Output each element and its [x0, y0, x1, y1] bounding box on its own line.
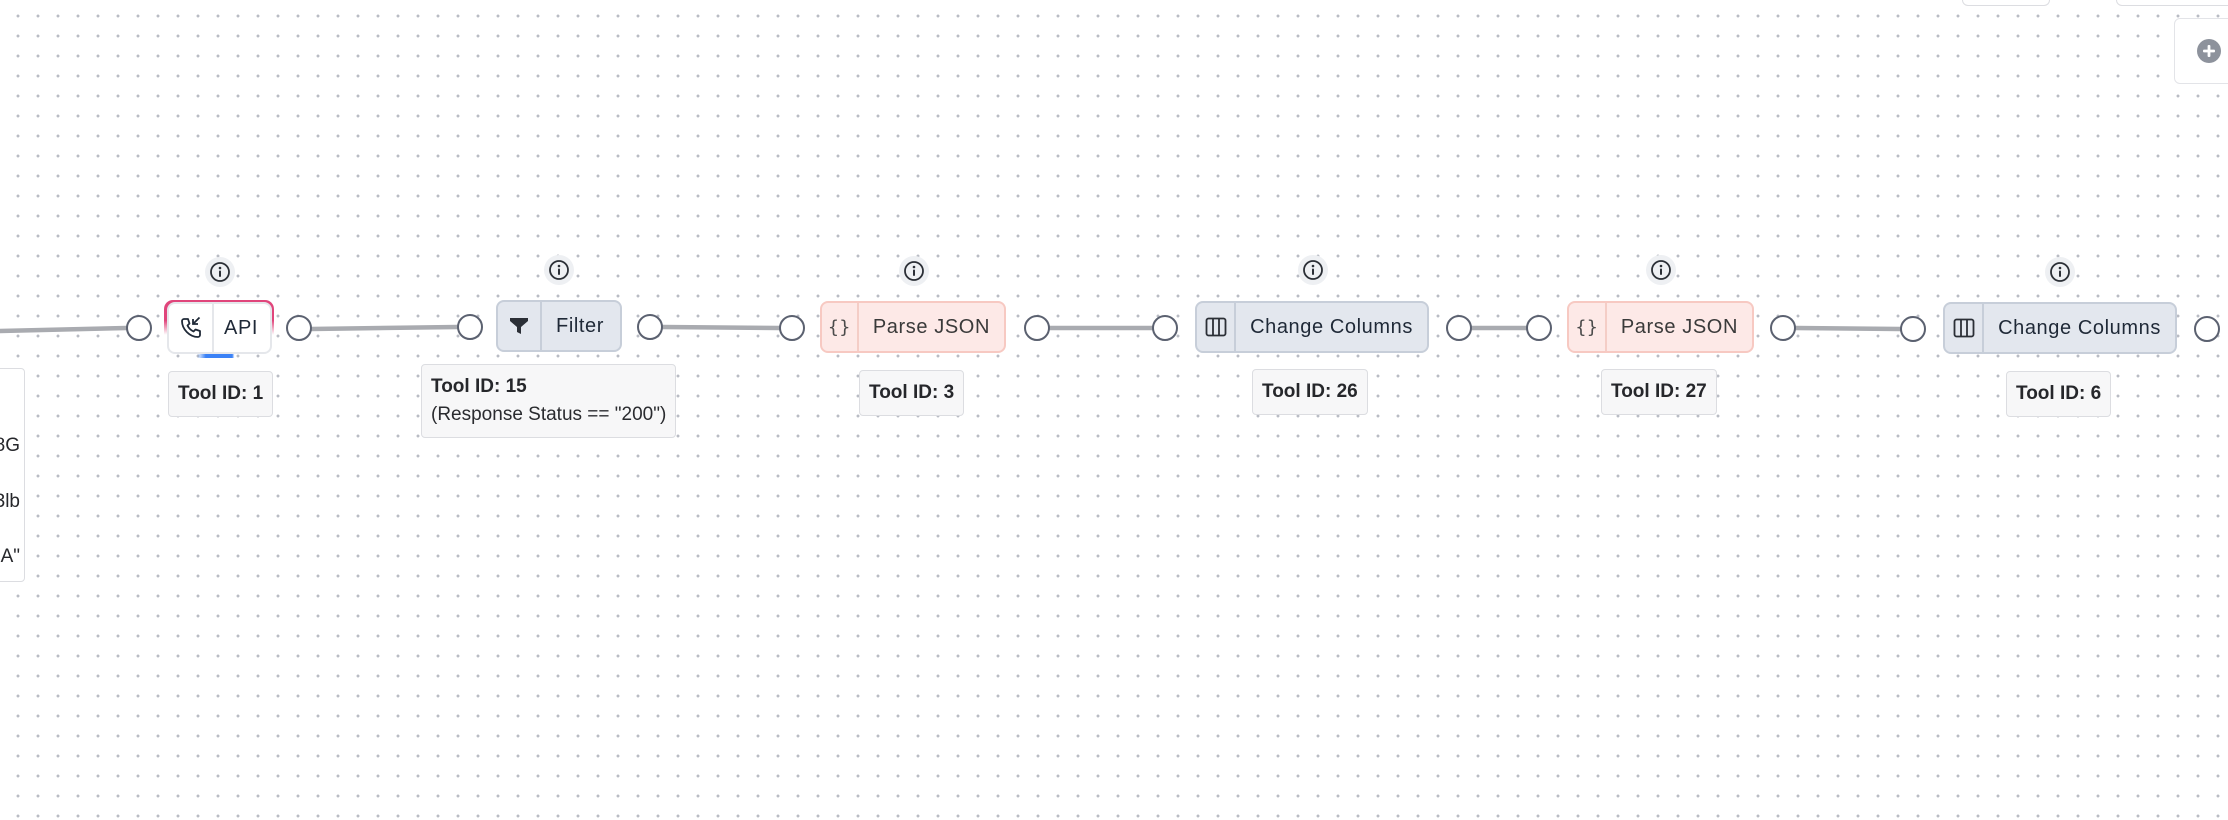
edge-filter-parse1	[660, 324, 782, 331]
tool-id-text: Tool ID: 1	[178, 383, 264, 404]
add-node-button[interactable]	[2174, 18, 2228, 84]
info-icon	[210, 262, 230, 282]
node-info-button[interactable]	[899, 256, 929, 286]
columns-icon	[1205, 317, 1226, 337]
edge-api-filter	[308, 324, 460, 332]
edge-parse2-change2	[1793, 325, 1903, 332]
output-port[interactable]	[2194, 316, 2220, 342]
funnel-icon	[510, 318, 528, 334]
node-label: Parse JSON	[872, 315, 990, 338]
api-node-icon-box	[169, 304, 214, 352]
filter-node-icon-box	[498, 302, 542, 350]
filter-node[interactable]: Filter	[496, 300, 622, 352]
tool-id-tag: Tool ID: 1	[168, 371, 274, 417]
tool-id-tag: Tool ID: 15 (Response Status == "200")	[421, 364, 677, 438]
braces-icon: {}	[822, 303, 859, 351]
output-port[interactable]	[286, 315, 312, 341]
change-columns-node[interactable]: Change Columns	[1943, 302, 2177, 354]
change-columns-node[interactable]: Change Columns	[1195, 301, 1429, 353]
phone-icon	[180, 316, 201, 338]
tool-id-text: Tool ID: 15	[431, 376, 527, 397]
left-panel-row: a8G	[0, 435, 20, 456]
tool-id-tag: Tool ID: 6	[2006, 371, 2112, 417]
info-icon	[2050, 262, 2070, 282]
node-info-button[interactable]	[1646, 255, 1676, 285]
parse-json-node[interactable]: {} Parse JSON	[820, 301, 1006, 353]
tool-id-text: Tool ID: 26	[1262, 381, 1358, 402]
edge-incoming	[0, 325, 129, 334]
node-info-button[interactable]	[1298, 255, 1328, 285]
input-port[interactable]	[779, 315, 805, 341]
info-icon	[1651, 260, 1671, 280]
left-panel-row: 3lb	[0, 491, 20, 512]
toolbar-button-partial[interactable]	[1962, 0, 2050, 6]
info-icon	[904, 261, 924, 281]
input-port[interactable]	[457, 314, 483, 340]
output-port[interactable]	[1770, 315, 1796, 341]
input-port[interactable]	[1526, 315, 1552, 341]
node-label: Parse JSON	[1620, 315, 1738, 338]
node-label: Filter	[556, 314, 605, 337]
columns-icon	[1953, 318, 1974, 338]
input-port[interactable]	[126, 315, 152, 341]
output-port[interactable]	[1446, 315, 1472, 341]
tool-id-tag: Tool ID: 26	[1252, 369, 1368, 415]
output-port[interactable]	[637, 314, 663, 340]
output-port[interactable]	[1024, 315, 1050, 341]
tool-id-tag: Tool ID: 3	[859, 370, 965, 416]
plus-circle-icon	[2197, 39, 2221, 63]
node-label: API	[224, 316, 259, 339]
api-node[interactable]: API	[167, 302, 272, 354]
tool-id-text: Tool ID: 3	[869, 382, 955, 403]
node-label: Change Columns	[1998, 316, 2161, 339]
braces-icon: {}	[1569, 303, 1607, 351]
input-port[interactable]	[1152, 315, 1178, 341]
node-info-button[interactable]	[2045, 257, 2075, 287]
node-info-button[interactable]	[544, 255, 574, 285]
node-info-button[interactable]	[205, 257, 235, 287]
tool-id-tag: Tool ID: 27	[1601, 369, 1717, 415]
tool-id-text: Tool ID: 6	[2016, 383, 2102, 404]
change-columns-icon-box	[1945, 304, 1985, 352]
node-label: Change Columns	[1250, 315, 1413, 338]
change-columns-icon-box	[1197, 303, 1237, 351]
parse-json-node[interactable]: {} Parse JSON	[1567, 301, 1754, 353]
filter-condition-text: (Response Status == "200")	[431, 404, 667, 425]
info-icon	[549, 260, 569, 280]
left-info-panel: a8G 3lb A"	[0, 368, 25, 582]
input-port[interactable]	[1900, 316, 1926, 342]
left-panel-row: A"	[0, 546, 20, 567]
toolbar-button-partial[interactable]	[2116, 0, 2228, 6]
info-icon	[1303, 260, 1323, 280]
tool-id-text: Tool ID: 27	[1611, 381, 1707, 402]
